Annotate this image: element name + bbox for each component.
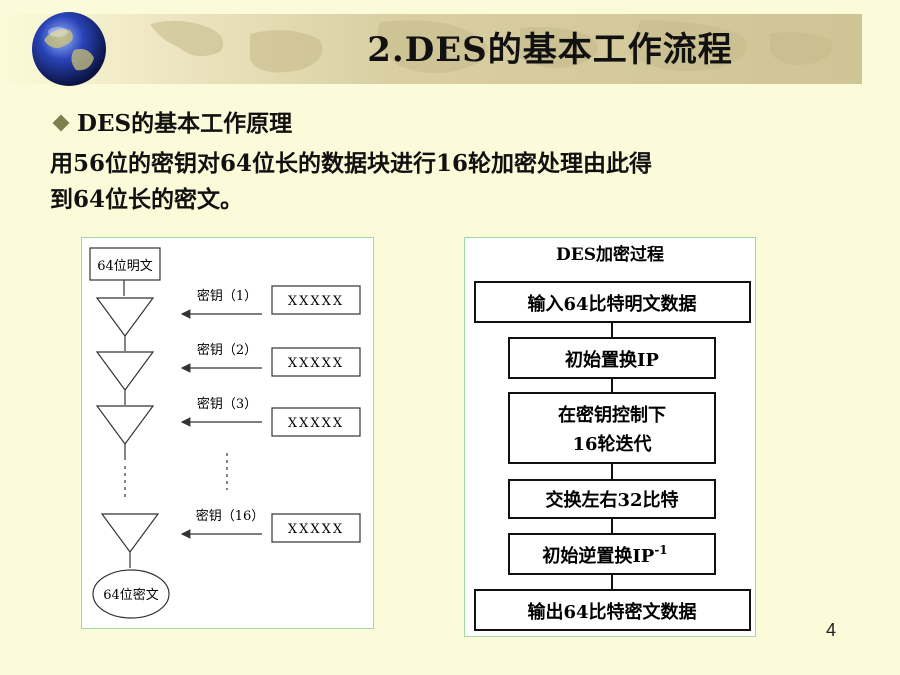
key-box — [271, 347, 361, 377]
step-label: 输出64比特密文数据 — [527, 601, 696, 623]
plaintext-box: 64位明文 — [89, 247, 161, 281]
process-step-initial-permutation — [508, 337, 716, 379]
description-line-2: 到64位长的密文。 — [50, 186, 244, 213]
key-row-3: 密钥（3） XXXXX — [180, 396, 361, 437]
ciphertext-label: 64位密文 — [103, 587, 159, 603]
step-label: 交换左右32比特 — [545, 489, 678, 511]
key-box — [271, 407, 361, 437]
key-row-16: 密钥（16） XXXXX — [180, 508, 361, 543]
key-label: 密钥（2） — [197, 342, 257, 358]
page-title: 2.DES的基本工作流程 — [367, 30, 733, 70]
key-row-1: 密钥（1） XXXXX — [180, 285, 361, 319]
round-triangle-1 — [95, 297, 155, 338]
description-line-1: 用56位的密钥对64位长的数据块进行16轮加密处理由此得 — [50, 150, 653, 177]
step-label: 初始逆置换IP-1 — [542, 543, 667, 567]
key-label: 密钥（1） — [197, 288, 257, 304]
key-value: XXXXX — [288, 356, 344, 371]
key-box — [271, 285, 361, 315]
process-step-swap — [508, 479, 716, 519]
round-triangle-3 — [95, 405, 155, 446]
step-label: 16轮迭代 — [572, 433, 651, 455]
process-title: DES加密过程 — [556, 244, 664, 265]
step-label: 在密钥控制下 — [558, 404, 666, 426]
des-process-diagram: DES加密过程 输入64比特明文数据 初始置换IP 在密钥控制下 16轮迭代 交… — [474, 244, 751, 631]
process-step-inverse-permutation — [508, 533, 716, 575]
ciphertext-ellipse: 64位密文 — [92, 569, 170, 619]
key-row-2: 密钥（2） XXXXX — [180, 342, 361, 377]
world-map-decoration — [150, 20, 833, 74]
process-step-output — [474, 589, 751, 631]
process-step-16-rounds — [508, 392, 716, 464]
key-label: 密钥（3） — [197, 396, 257, 412]
step-label: 初始置换IP — [565, 349, 659, 371]
round-triangle-16 — [100, 513, 160, 554]
bullet-text: DES的基本工作原理 — [77, 110, 293, 137]
rounds-diagram-frame: 64位明文 64位密文 密钥（1） XXXXX 密钥（2） — [81, 237, 374, 629]
plaintext-label: 64位明文 — [97, 259, 153, 274]
des-process-frame: DES加密过程 输入64比特明文数据 初始置换IP 在密钥控制下 16轮迭代 交… — [464, 237, 756, 637]
key-box — [271, 513, 361, 543]
page-number: 4 — [826, 620, 837, 640]
process-step-input — [474, 281, 751, 323]
round-triangle-2 — [95, 351, 155, 392]
bullet-heading: DES的基本工作原理 — [52, 104, 293, 138]
step-label-main: 初始逆置换IP — [542, 545, 654, 567]
step-label-superscript: -1 — [654, 543, 667, 557]
key-value: XXXXX — [288, 522, 344, 537]
key-label: 密钥（16） — [196, 508, 265, 524]
diamond-bullet-icon — [52, 114, 70, 132]
globe-icon — [32, 12, 106, 86]
header-banner — [0, 14, 862, 84]
step-label: 输入64比特明文数据 — [527, 293, 696, 315]
rounds-diagram: 64位明文 64位密文 密钥（1） XXXXX 密钥（2） — [89, 247, 361, 619]
key-value: XXXXX — [288, 294, 344, 309]
key-value: XXXXX — [288, 416, 344, 431]
